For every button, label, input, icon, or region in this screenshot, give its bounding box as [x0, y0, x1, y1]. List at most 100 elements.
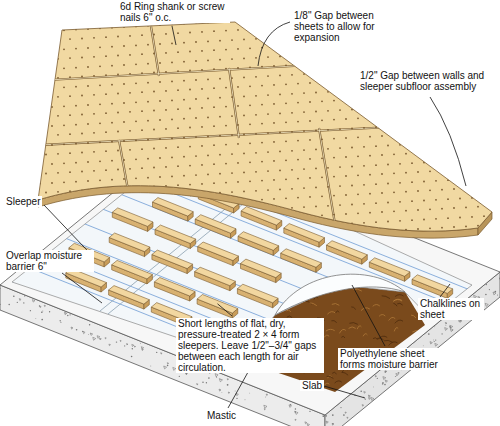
concrete-speck [375, 376, 377, 377]
nail-dot [171, 252, 173, 254]
nail-dot [99, 255, 101, 257]
nail-dot [327, 53, 329, 55]
nail-dot [219, 59, 221, 61]
nail-dot [261, 9, 263, 11]
nail-dot [357, 193, 359, 195]
nail-dot [285, 197, 287, 199]
nail-dot [303, 244, 305, 246]
nail-dot [447, 103, 449, 105]
nail-dot [465, 188, 467, 190]
leader-line [172, 26, 176, 45]
nail-dot [225, 163, 227, 165]
nail-dot [63, 200, 65, 202]
nail-dot [489, 15, 491, 17]
nail-dot [405, 58, 407, 60]
nail-dot [75, 200, 77, 202]
nail-dot [279, 37, 281, 39]
mastic-stroke [423, 374, 432, 376]
nail-dot [447, 217, 449, 219]
nail-dot [465, 150, 467, 152]
nail-dot [441, 0, 443, 1]
nail-dot [411, 162, 413, 164]
sleeper-top [412, 275, 453, 294]
nail-dot [333, 100, 335, 102]
nail-dot [207, 155, 209, 157]
nail-dot [291, 55, 293, 57]
nail-dot [237, 181, 239, 183]
nail-dot [111, 65, 113, 67]
nail-dot [93, 132, 95, 134]
nail-dot [345, 213, 347, 215]
nail-dot [465, 36, 467, 38]
sleeper-top [369, 258, 410, 277]
seam [229, 68, 239, 138]
nail-dot [231, 58, 233, 60]
nail-dot [483, 215, 485, 217]
nail-dot [459, 8, 461, 10]
nail-dot [273, 217, 275, 219]
nail-dot [291, 207, 293, 209]
nail-dot [165, 71, 167, 73]
nail-dot [243, 58, 245, 60]
nail-dot [255, 114, 257, 116]
nail-dot [243, 96, 245, 98]
nail-dot [183, 99, 185, 101]
nail-dot [261, 142, 263, 144]
nail-dot [93, 189, 95, 191]
nail-dot [411, 105, 413, 107]
nail-dot [249, 161, 251, 163]
concrete-speck [340, 407, 341, 408]
sleeper-top [109, 233, 150, 252]
nail-dot [291, 245, 293, 247]
nail-dot [93, 18, 95, 20]
nail-dot [57, 210, 59, 212]
concrete-speck [150, 365, 152, 367]
nail-dot [177, 222, 179, 224]
nail-dot [303, 111, 305, 113]
nail-dot [153, 205, 155, 207]
nail-dot [225, 220, 227, 222]
concrete-speck [228, 392, 229, 393]
nail-dot [273, 103, 275, 105]
nail-dot [45, 154, 47, 156]
nail-dot [369, 212, 371, 214]
nail-dot [369, 193, 371, 195]
mastic-stroke [393, 303, 397, 306]
seam [40, 65, 320, 81]
nail-dot [99, 46, 101, 48]
nail-dot [477, 92, 479, 94]
concrete-speck [23, 302, 24, 303]
concrete-speck [244, 399, 246, 401]
nail-dot [93, 37, 95, 39]
nail-dot [285, 45, 287, 47]
nail-dot [219, 249, 221, 251]
nail-dot [231, 96, 233, 98]
nail-dot [327, 129, 329, 131]
nail-dot [399, 182, 401, 184]
nail-dot [249, 199, 251, 201]
nail-dot [177, 241, 179, 243]
nail-dot [45, 211, 47, 213]
nail-dot [123, 102, 125, 104]
nail-dot [249, 218, 251, 220]
mastic-stroke [373, 305, 380, 307]
nail-dot [285, 159, 287, 161]
nail-dot [411, 238, 413, 240]
nail-dot [117, 112, 119, 114]
nail-dot [141, 53, 143, 55]
sleeper-top [237, 284, 278, 303]
concrete-speck [322, 415, 324, 417]
mastic-stroke [327, 376, 334, 378]
nail-dot [105, 112, 107, 114]
nail-dot [369, 155, 371, 157]
nail-dot [291, 188, 293, 190]
concrete-speck [13, 295, 15, 297]
concrete-speck [116, 341, 117, 342]
nail-dot [141, 129, 143, 131]
nail-dot [231, 229, 233, 231]
nail-dot [87, 237, 89, 239]
nail-dot [183, 175, 185, 177]
nail-dot [117, 74, 119, 76]
nail-dot [177, 203, 179, 205]
nail-dot [147, 101, 149, 103]
